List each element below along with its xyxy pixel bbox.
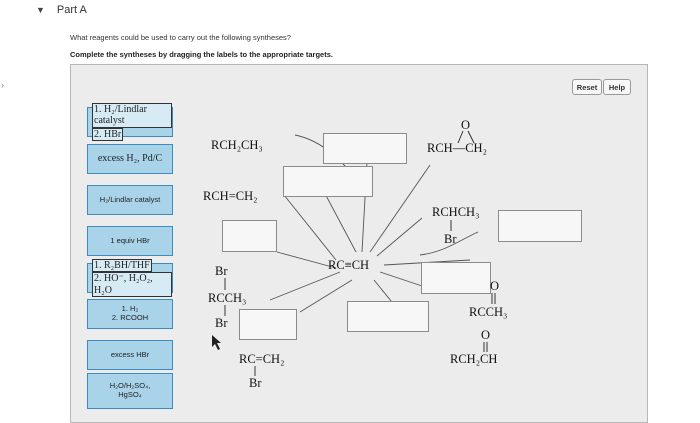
reagent-label-excess-hbr[interactable]: excess HBr [87,340,173,370]
structure-bromide-br: Br [444,232,457,246]
drop-target-ethane[interactable] [283,166,373,197]
part-title: Part A [56,4,87,16]
structure-geminal-br-top: Br [215,264,228,278]
structure-ethane: RCH₂CH₃ [211,138,263,152]
structure-epoxide-o: O [461,118,471,132]
alkyne-center: RC≡CH [328,258,370,272]
reset-button[interactable]: Reset [572,79,602,95]
drop-target-aldehyde[interactable] [347,301,429,332]
structure-vinyl-br: Br [249,376,262,390]
reagent-label-excess-h2-pd[interactable]: excess H₂, Pd/C [87,144,173,174]
structure-geminal-main: RCCH₃ [208,291,247,305]
cursor-arrow-icon [212,335,221,350]
structure-epoxide: RCH—CH₂ [427,141,487,155]
structure-aldehyde: RCH₂CH [450,352,498,366]
reagent-label-h2-lindlar[interactable]: H₂/Lindlar catalyst [87,185,173,215]
caret-down-icon[interactable]: ▼ [36,5,45,15]
structure-aldehyde-o: O [481,328,491,342]
drop-target-bromide[interactable] [498,210,582,242]
drop-target-alkene[interactable] [222,220,277,252]
structure-ketone-o: O [490,279,500,293]
structure-geminal-br-bottom: Br [215,316,228,330]
reagent-label-hydroboration[interactable]: 1. R₂BH/THF 2. HO⁻, H₂O₂, H₂O [87,258,173,298]
structure-alkene: RCH=CH₂ [203,189,258,203]
drop-target-epoxide[interactable] [323,133,407,164]
question-instruction: Complete the syntheses by dragging the l… [70,50,333,59]
structure-vinyl-bromide: RC=CH₂ [239,352,285,366]
help-button[interactable]: Help [603,79,631,95]
reagent-label-lindlar-hbr[interactable]: 1. H₂/Lindlar catalyst 2. HBr [87,102,173,142]
drop-target-ketone[interactable] [421,262,491,294]
reagent-label-hydration[interactable]: H₂O/H₂SO₄, HgSO₄ [87,373,173,409]
question-prompt: What reagents could be used to carry out… [70,33,291,42]
drop-target-geminal[interactable] [239,309,297,340]
part-header[interactable]: ▼ Part A [36,4,87,16]
reagent-label-one-equiv-hbr[interactable]: 1 equiv HBr [87,226,173,256]
reagent-label-h2-peracid[interactable]: 1. H₂ 2. RCOOH [87,299,173,329]
chevron-left-icon: › [1,80,4,90]
structure-ketone: RCCH₃ [469,305,508,319]
structure-bromide: RCHCH₃ [432,205,480,219]
